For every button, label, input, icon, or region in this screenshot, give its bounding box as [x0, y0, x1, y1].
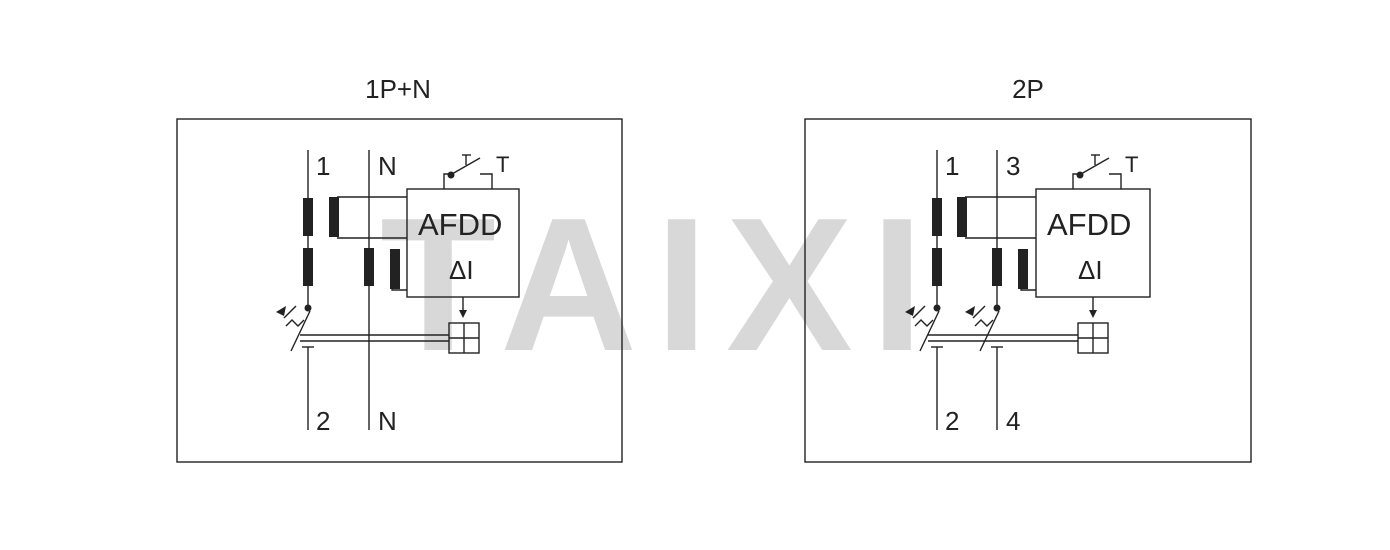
- terminal-label-bottom-left-1p-n: 2: [316, 406, 330, 436]
- diagram-title-1p-n: 1P+N: [365, 74, 431, 104]
- afdd-label-1p-n: AFDD: [418, 207, 502, 242]
- watermark-text: TAIXI: [380, 179, 942, 391]
- terminal-label-top-right-2p: 3: [1006, 151, 1020, 181]
- terminal-label-top-left-1p-n: 1: [316, 151, 330, 181]
- terminal-label-top-right-1p-n: N: [378, 151, 397, 181]
- diagram-title-2p: 2P: [1012, 74, 1044, 104]
- residual-label-1p-n: ΔI: [449, 255, 474, 285]
- terminal-label-bottom-left-2p: 2: [945, 406, 959, 436]
- terminal-label-bottom-right-2p: 4: [1006, 406, 1020, 436]
- diagram-frame-1p-n: [176, 118, 623, 463]
- terminal-label-bottom-right-1p-n: N: [378, 406, 397, 436]
- diagram-frame-2p: [804, 118, 1252, 463]
- test-button-label-2p: T: [1125, 152, 1138, 177]
- test-button-label-1p-n: T: [496, 152, 509, 177]
- residual-label-2p: ΔI: [1078, 255, 1103, 285]
- terminal-label-top-left-2p: 1: [945, 151, 959, 181]
- afdd-label-2p: AFDD: [1047, 207, 1131, 242]
